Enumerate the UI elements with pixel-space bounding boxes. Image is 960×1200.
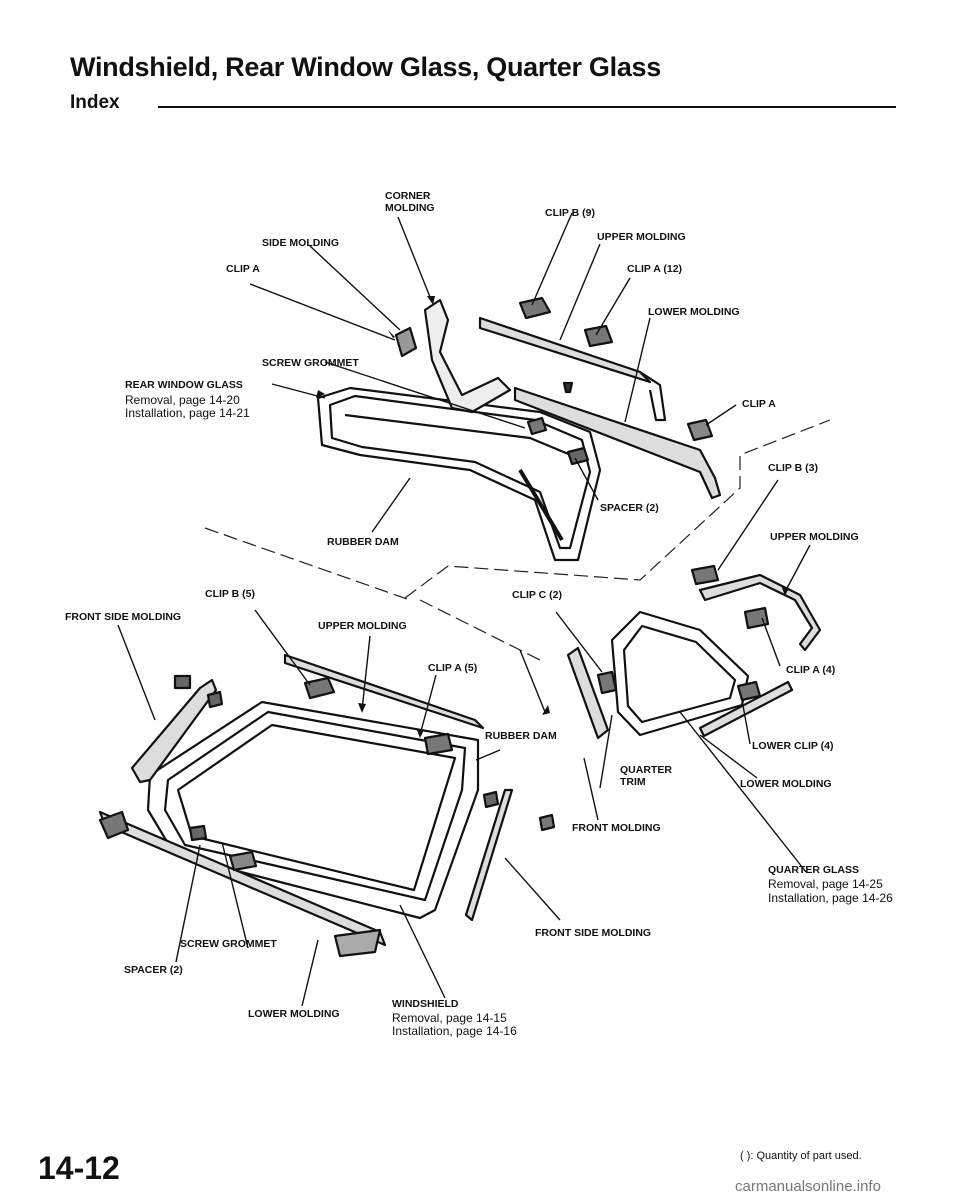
front-clip-left-2 <box>206 690 224 709</box>
front-molding-clip <box>482 790 500 809</box>
watermark: carmanualsonline.info <box>735 1178 881 1195</box>
clip-a-rear-upper <box>583 324 614 348</box>
label-windshield: WINDSHIELD <box>392 998 459 1010</box>
label-lower-molding-front: LOWER MOLDING <box>248 1008 340 1020</box>
end-cap-left <box>98 810 130 840</box>
label-rubber-dam-rear: RUBBER DAM <box>327 536 399 548</box>
clip-a-rear-left <box>394 326 418 358</box>
label-screw-grommet-rear: SCREW GROMMET <box>262 357 359 369</box>
label-clip-c-2: CLIP C (2) <box>512 589 562 601</box>
quarter-removal-ref: Removal, page 14-25 <box>768 877 883 891</box>
front-molding-clip-2 <box>538 813 556 832</box>
rear-small-part <box>526 416 548 436</box>
label-clip-b-5: CLIP B (5) <box>205 588 255 600</box>
clip-b-quarter <box>690 564 720 586</box>
quantity-footnote: ( ): Quantity of part used. <box>740 1150 862 1162</box>
quarter-install-ref: Installation, page 14-26 <box>768 891 893 905</box>
label-clip-a-5: CLIP A (5) <box>428 662 478 674</box>
label-clip-a-4: CLIP A (4) <box>786 664 836 676</box>
label-rear-window-glass: REAR WINDOW GLASS <box>125 379 243 391</box>
clip-b-rear <box>518 296 552 320</box>
windshield-upper-molding <box>283 653 485 730</box>
windshield-glass <box>146 700 480 920</box>
rear-window-glass <box>316 386 602 562</box>
screw-grommet-rear <box>562 381 574 394</box>
label-upper-molding-quarter: UPPER MOLDING <box>770 531 859 543</box>
label-clip-a-right: CLIP A <box>742 398 776 410</box>
label-side-molding: SIDE MOLDING <box>262 237 340 249</box>
label-front-side-molding-left: FRONT SIDE MOLDING <box>65 611 182 623</box>
label-clip-a-top: CLIP A <box>226 263 260 275</box>
label-upper-molding-front: UPPER MOLDING <box>318 620 407 632</box>
label-quarter-glass: QUARTER GLASS <box>768 864 860 876</box>
clip-a-quarter <box>743 606 770 630</box>
label-front-molding: FRONT MOLDING <box>572 822 661 834</box>
label-lower-molding-rear: LOWER MOLDING <box>648 306 740 318</box>
header-rule <box>158 106 896 108</box>
rear-lower-molding <box>513 386 722 500</box>
clip-a-front <box>423 732 454 756</box>
label-clip-a-12: CLIP A (12) <box>627 263 683 275</box>
label-lower-clip-4: LOWER CLIP (4) <box>752 740 834 752</box>
label-lower-molding-quarter: LOWER MOLDING <box>740 778 832 790</box>
label-front-side-molding-right: FRONT SIDE MOLDING <box>535 927 652 939</box>
front-side-molding-right <box>464 788 514 922</box>
quarter-trim <box>566 646 610 740</box>
front-side-molding-left <box>130 678 218 784</box>
label-screw-grommet-front: SCREW GROMMET <box>180 938 277 950</box>
rear-install-ref: Installation, page 14-21 <box>125 406 250 420</box>
rear-upper-molding <box>478 316 667 422</box>
corner-molding <box>423 298 512 414</box>
clip-b-front <box>303 676 336 700</box>
page-number: 14-12 <box>38 1150 120 1186</box>
lower-molding-clip <box>333 928 382 958</box>
label-spacer-2-rear: SPACER (2) <box>600 502 659 514</box>
rear-removal-ref: Removal, page 14-20 <box>125 393 240 407</box>
windshield-install-ref: Installation, page 14-16 <box>392 1024 517 1038</box>
label-clip-b-3: CLIP B (3) <box>768 462 818 474</box>
label-clip-b-9: CLIP B (9) <box>545 207 595 219</box>
section-subtitle: Index <box>70 92 120 113</box>
label-rubber-dam-front: RUBBER DAM <box>485 730 557 742</box>
label-upper-molding-rear: UPPER MOLDING <box>597 231 686 243</box>
spacer-rear <box>566 446 590 466</box>
page-title: Windshield, Rear Window Glass, Quarter G… <box>70 52 661 82</box>
front-clip-left <box>173 674 192 690</box>
windshield-removal-ref: Removal, page 14-15 <box>392 1011 507 1025</box>
label-spacer-2-front: SPACER (2) <box>124 964 183 976</box>
screw-grommet-front-part <box>228 850 258 872</box>
spacer-front <box>188 824 208 842</box>
lower-clip-quarter <box>736 680 762 702</box>
clip-c <box>596 670 618 695</box>
